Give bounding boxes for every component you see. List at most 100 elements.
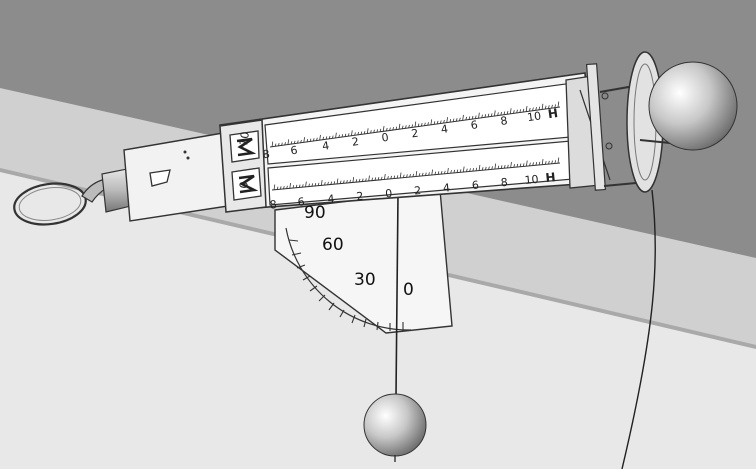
scale-tick [322,136,325,140]
scale-tick [401,125,404,129]
scale-tick [408,124,410,128]
scale-tick [554,104,557,108]
scale-tick [414,121,417,128]
scale-tick [431,169,433,176]
protractor-label-90: 90 [304,203,326,223]
scale-tick [436,120,439,124]
scale-tick [389,127,391,131]
scale-tick [469,168,471,172]
scale-tick [355,179,358,183]
scale-tick [309,138,312,142]
scale-tick [336,178,339,185]
pull-ring [13,177,124,226]
scale-tick [468,116,471,120]
lower-pointer-icon [238,174,259,194]
scale-tick [544,105,547,109]
scale-tick [532,162,534,166]
scale-tick [343,180,345,184]
scale-tick [341,134,344,138]
scale-tick [452,118,455,122]
protractor-label-30: 30 [354,270,376,290]
scale-tick [516,109,518,113]
scale-tick [525,105,528,112]
scale-tick [411,124,414,128]
upper-scale-label: 8 [262,147,271,161]
scale-tick [358,178,361,183]
scale-tick [317,182,320,186]
scale-tick [351,130,353,136]
scale-tick [447,168,449,174]
scale-tick [370,130,372,134]
scale-tick [365,178,367,182]
upper-scale-label: 6 [290,144,299,158]
scale-tick [320,180,323,186]
scale-tick [289,183,291,189]
scale-tick [450,170,452,174]
scale-tick [325,136,328,140]
scale-tick [466,168,468,172]
scale-tick [551,160,553,164]
scale-tick [277,143,280,147]
upper-scale-ticks [271,101,560,148]
scale-tick [500,165,503,169]
scale-tick [497,112,499,116]
scale-tick [346,179,348,184]
upper-scale-label: 10 [526,109,542,124]
scale-tick [387,176,389,180]
upper-scale-label: 6 [470,118,479,132]
scale-tick [449,119,452,123]
upper-scale-label: 8 [500,114,509,128]
scale-tick [339,180,342,184]
lower-scale-label: 4 [327,192,335,206]
upper-scale-label: 2 [351,135,360,149]
scale-tick [421,172,424,177]
scale-tick [510,162,512,168]
upper-unit-label: H [547,106,559,121]
scale-tick [516,163,519,168]
scale-tick [548,160,550,165]
lower-scale-ticks [273,157,560,191]
slider-block: 10 0 [219,119,267,213]
scale-tick [392,127,394,131]
scale-tick [328,135,331,140]
scale-tick [283,185,285,190]
lower-unit-label: H [545,170,556,185]
scale-tick [478,165,481,171]
scale-tick [462,166,465,173]
bracket-bolt [605,142,613,150]
lower-scale-label: 8 [269,198,277,212]
scale-tick [373,129,375,133]
scale-tick [295,184,298,189]
scale-tick [271,141,274,148]
scale-tick [377,176,380,181]
upper-scale-label: 4 [440,122,449,136]
bracket-bolt [601,92,609,100]
scale-tick [494,110,496,116]
scale-tick [292,185,295,189]
scale-tick [371,177,374,181]
scale-tick [529,162,531,166]
handle-dot [183,150,187,154]
block-lower-label: 0 [237,181,251,190]
scale-tick [428,172,430,176]
scale-tick [434,171,437,175]
scale-tick [453,169,456,174]
scale-tick [507,164,509,168]
right-bracket [585,63,607,191]
scale-tick [500,111,502,116]
scale-tick [503,111,506,115]
scale-tick [535,107,537,111]
lower-scale-label: 6 [471,178,479,192]
scale-tick [279,186,282,190]
scale-tick [333,181,336,185]
scale-tick [363,131,366,135]
scale-tick [459,117,461,121]
scale-tick [459,169,462,173]
scale-tick [526,160,528,167]
scale-tick [380,176,383,180]
scale-tick [360,131,363,135]
upper-pointer-icon [236,137,257,157]
scale-tick [529,107,531,112]
protractor-plate: 90 60 30 0 [274,189,453,334]
